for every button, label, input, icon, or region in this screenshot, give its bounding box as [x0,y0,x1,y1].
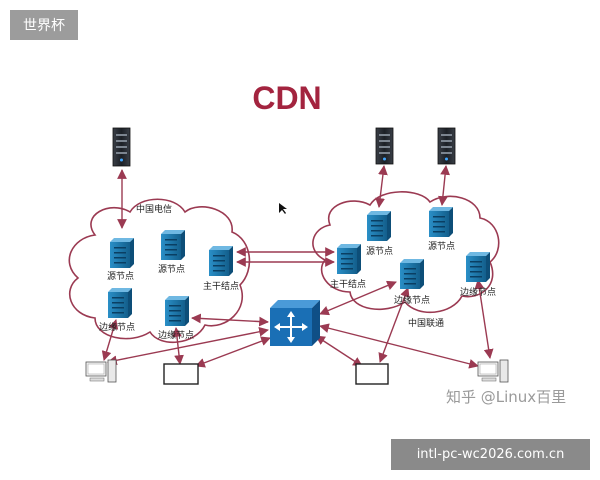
credit-watermark: 知乎 @Linux百里 [446,388,567,406]
arrow-hub-rpc [319,323,479,369]
client-terminal-right [355,363,389,385]
cdn-node-l-src1 [110,238,134,268]
label-r-edge1: 边缘节点 [394,296,431,306]
arrow-hub-pc [107,326,269,366]
cdn-node-group [108,207,490,326]
client-computer-left [85,359,117,383]
cdn-node-r-edge1 [400,259,424,289]
cdn-node-r-main [337,244,361,274]
label-right-isp: 中国联通 [408,319,445,329]
cdn-node-l-edge2 [165,296,189,326]
label-l-src2: 源节点 [158,265,186,275]
label-r-edge2: 边缘节点 [460,288,497,298]
diagram-title: CDN [252,80,322,116]
label-r-src2: 源节点 [428,242,456,252]
label-r-main: 主干结点 [330,280,367,290]
label-l-main: 主干结点 [203,282,240,292]
client-terminal-left [163,363,199,385]
label-r-src1: 源节点 [366,247,394,257]
label-l-edge1: 边缘节点 [99,323,136,333]
label-l-src1: 源节点 [107,272,135,282]
arrow-redge2-pc [474,279,494,359]
arrow-group [101,165,494,369]
cdn-node-r-src2 [429,207,453,237]
client-computer-right [477,359,509,383]
arrow-hub-rterm [315,335,363,367]
arrow-hub-ledge2 [191,313,269,327]
cdn-node-l-edge1 [108,288,132,318]
router-hub-icon [270,300,320,346]
arrow-uni-server2 [438,165,450,206]
cdn-node-l-src2 [161,230,185,260]
cdn-node-r-src1 [367,211,391,241]
label-left-isp: 中国电信 [136,205,173,215]
server-telecom [112,127,131,167]
tag-bottom: intl-pc-wc2026.com.cn [391,439,590,470]
cdn-node-l-main [209,246,233,276]
arrow-hub-lterm [195,336,271,368]
mouse-cursor-icon [279,203,287,214]
tag-top: 世界杯 [10,10,78,40]
label-l-edge2: 边缘节点 [158,331,195,341]
server-unicom-2 [437,127,456,165]
server-unicom-1 [375,127,394,165]
cdn-node-r-edge2 [466,252,490,282]
arrow-uni-server1 [375,165,388,208]
arrow-redge1-term [378,287,410,363]
